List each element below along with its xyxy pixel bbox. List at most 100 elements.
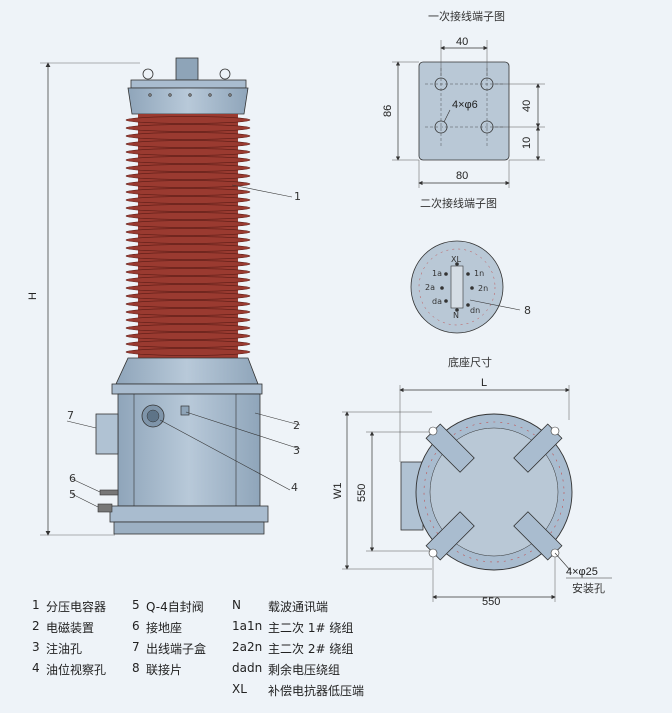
legend-text: 出线端子盒 xyxy=(146,642,207,656)
insulator-shed xyxy=(125,140,251,148)
insulator-shed xyxy=(125,212,251,220)
mount-holes-label: 安装孔 xyxy=(572,581,605,595)
legend-text: 补偿电抗器低压端 xyxy=(268,684,365,698)
insulator-shed xyxy=(125,148,251,156)
capacitor-insulator xyxy=(125,114,251,358)
grounding-seat xyxy=(99,489,119,496)
legend-key: XL xyxy=(232,682,247,696)
mounting-arms xyxy=(425,423,563,561)
insulator-shed xyxy=(125,220,251,228)
term-2a: 2a xyxy=(425,283,435,292)
legend-key: N xyxy=(232,598,241,612)
mount-holes-size: 4×φ25 xyxy=(566,566,598,578)
insulator-shed xyxy=(125,164,251,172)
callout-1: 1 xyxy=(294,190,301,203)
legend-num: 5 xyxy=(132,598,140,612)
dim-w1: W1 xyxy=(332,483,344,500)
insulator-shed xyxy=(125,348,251,356)
insulator-shed xyxy=(125,316,251,324)
insulator-shed xyxy=(125,244,251,252)
insulator-shed xyxy=(125,276,251,284)
dim-80: 80 xyxy=(456,170,468,182)
legend-key: dadn xyxy=(232,661,263,675)
secondary-terminal-diagram: 二次接线端子图 XL N 1a 1n 2a 2n da dn 8 xyxy=(410,196,531,334)
lifting-ring-right xyxy=(219,68,231,80)
callout-3: 3 xyxy=(293,444,300,457)
insulator-shed xyxy=(125,308,251,316)
legend: 1 分压电容器 5 Q-4自封阀 N 载波通讯端 2 电磁装置 6 接地座 1a1n 主二次… xyxy=(32,596,452,701)
holes-label: 4×φ6 xyxy=(452,99,478,111)
legend-num: 2 xyxy=(32,619,40,633)
dim-10: 10 xyxy=(521,137,533,149)
insulator-shed xyxy=(125,260,251,268)
legend-text: 注油孔 xyxy=(46,642,83,656)
insulator-shed xyxy=(125,156,251,164)
legend-key: 1a1n xyxy=(232,619,263,633)
top-cap xyxy=(127,87,249,115)
dim-40-top: 40 xyxy=(456,36,468,48)
link-plate xyxy=(450,265,464,309)
terminal-plate xyxy=(418,61,510,161)
term-2n: 2n xyxy=(478,284,488,293)
insulator-shed xyxy=(125,124,251,132)
insulator-shed xyxy=(125,252,251,260)
callout-8: 8 xyxy=(524,304,531,317)
legend-text: 联接片 xyxy=(146,663,183,677)
legend-num: 8 xyxy=(132,661,140,675)
insulator-shed xyxy=(125,172,251,180)
insulator-shed xyxy=(125,332,251,340)
callout-2: 2 xyxy=(293,419,300,432)
term-dn: dn xyxy=(470,306,480,315)
legend-text: 剩余电压绕组 xyxy=(268,663,341,677)
primary-terminal-diagram: 一次接线端子图 40 86 40 10 4×φ6 xyxy=(382,9,545,188)
legend-text: 油位视察孔 xyxy=(46,663,107,677)
oil-fill-hole xyxy=(180,405,190,416)
insulator-shed xyxy=(125,292,251,300)
insulator-shed xyxy=(125,132,251,140)
primary-terminal-title: 一次接线端子图 xyxy=(428,9,505,23)
callout-4: 4 xyxy=(291,481,298,494)
insulator-shed xyxy=(125,116,251,124)
legend-text: 接地座 xyxy=(146,621,183,635)
legend-text: 载波通讯端 xyxy=(268,600,329,614)
insulator-shed xyxy=(125,300,251,308)
legend-text: 主二次 1# 绕组 xyxy=(268,621,354,635)
front-view: H xyxy=(27,57,301,536)
legend-text: 分压电容器 xyxy=(46,600,107,614)
legend-num: 3 xyxy=(32,640,40,654)
dim-l: L xyxy=(481,377,487,389)
primary-terminal xyxy=(175,57,199,81)
callout-5: 5 xyxy=(69,488,76,501)
base-plate xyxy=(113,521,265,535)
legend-num: 1 xyxy=(32,598,40,612)
term-1n: 1n xyxy=(474,269,484,278)
base-size-diagram: 底座尺寸 L W1 550 xyxy=(332,355,612,608)
legend-num: 6 xyxy=(132,619,140,633)
terminal-box xyxy=(95,413,119,455)
term-da: da xyxy=(432,297,442,306)
legend-text: 电磁装置 xyxy=(46,621,95,635)
insulator-shed xyxy=(125,196,251,204)
legend-num: 7 xyxy=(132,640,140,654)
insulator-shed xyxy=(125,188,251,196)
insulator-shed xyxy=(125,204,251,212)
self-sealing-valve xyxy=(97,503,113,513)
legend-key: 2a2n xyxy=(232,640,263,654)
insulator-shed xyxy=(125,324,251,332)
legend-text: 主二次 2# 绕组 xyxy=(268,642,354,656)
secondary-terminal-title: 二次接线端子图 xyxy=(420,196,497,210)
insulator-shed xyxy=(125,228,251,236)
term-n: N xyxy=(453,311,459,320)
lifting-ring-left xyxy=(142,68,154,80)
dim-550-left: 550 xyxy=(356,484,368,502)
insulator-shed xyxy=(125,340,251,348)
base-size-title: 底座尺寸 xyxy=(448,355,492,369)
h-label: H xyxy=(27,292,39,300)
legend-num: 4 xyxy=(32,661,40,675)
insulator-shed xyxy=(125,180,251,188)
dim-86: 86 xyxy=(382,105,394,117)
insulator-shed xyxy=(125,268,251,276)
insulator-shed xyxy=(125,284,251,292)
legend-text: Q-4自封阀 xyxy=(146,600,204,614)
